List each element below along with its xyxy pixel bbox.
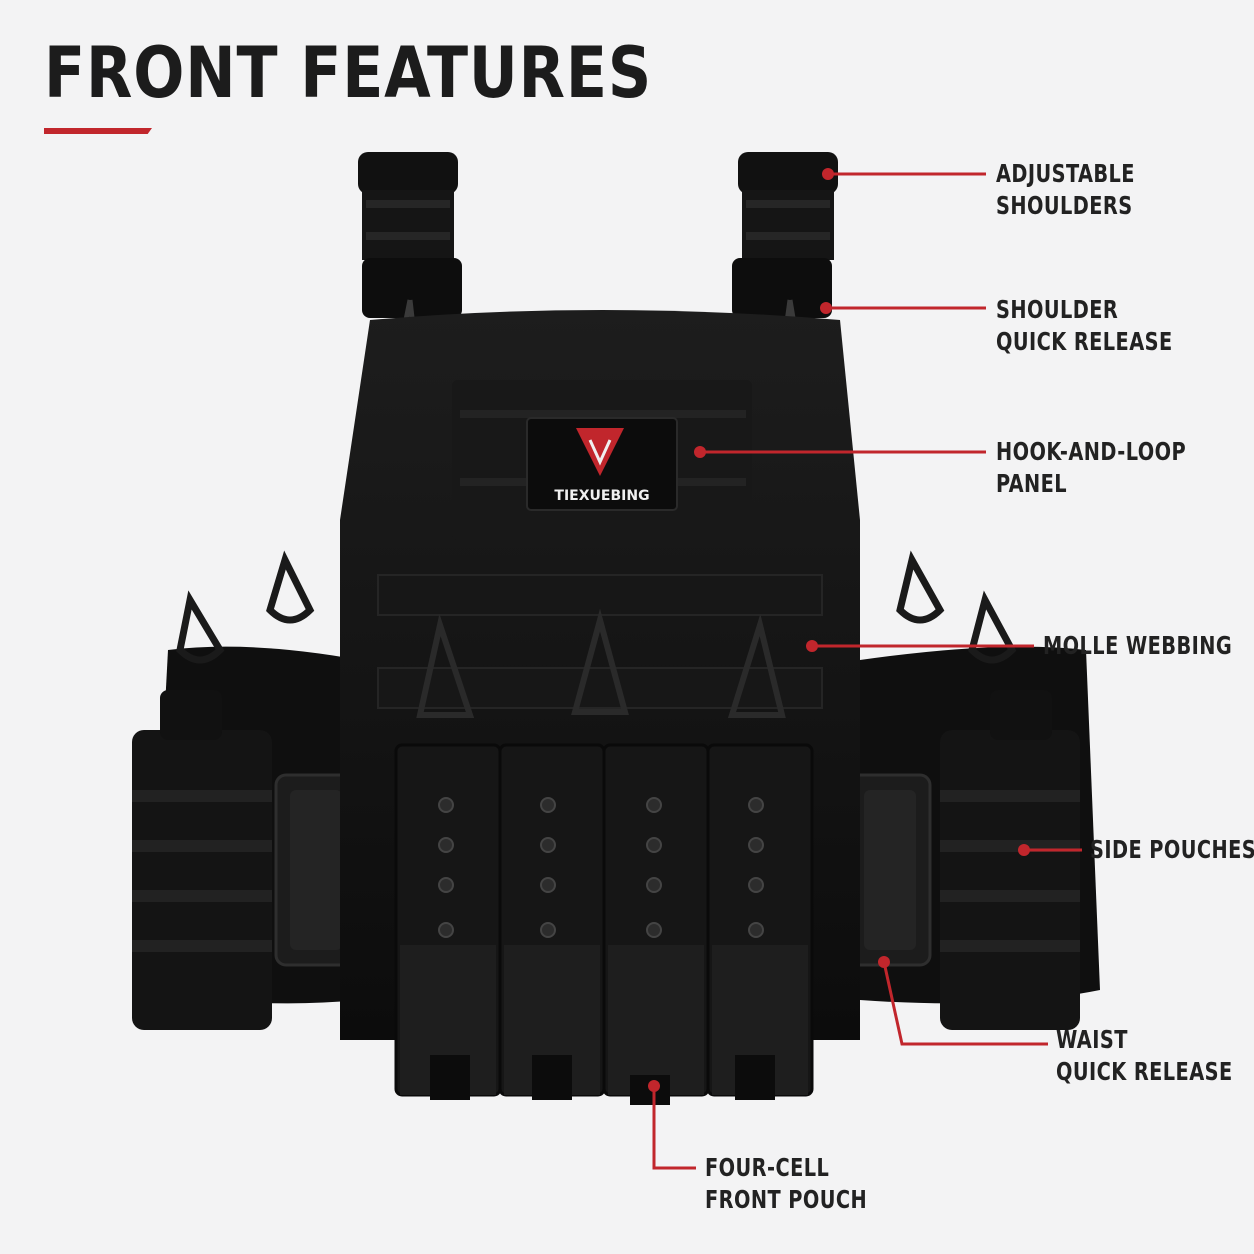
callout-waist-quick-release: WAIST QUICK RELEASE [1056,1024,1233,1088]
callout-four-cell-front-pouch-line1: FOUR-CELL [705,1153,830,1182]
callout-hook-and-loop-panel: HOOK-AND-LOOP PANEL [996,436,1186,500]
callout-waist-quick-release-line2: QUICK RELEASE [1056,1057,1233,1086]
pouch-grommets [438,797,764,938]
molle-triangle-hooks [416,608,786,718]
callout-side-pouches-line1: SIDE POUCHES [1090,835,1254,864]
side-pouch-left [132,690,272,1030]
callout-molle-webbing-line1: MOLLE WEBBING [1043,631,1233,660]
four-cell-pouch [394,743,814,1105]
elastic-loops [176,550,1017,664]
callout-shoulder-quick-release-line1: SHOULDER [996,295,1119,324]
page-title: FRONT FEATURES [44,32,653,114]
callout-four-cell-front-pouch: FOUR-CELL FRONT POUCH [705,1152,867,1216]
callout-adjustable-shoulders-line2: SHOULDERS [996,191,1133,220]
shoulder-strap-right [732,152,838,318]
line-waist-quick-release [882,961,1048,1046]
callout-waist-quick-release-line1: WAIST [1056,1025,1128,1054]
brand-logo-icon [576,428,624,476]
side-pouch-right [940,690,1080,1030]
callout-four-cell-front-pouch-line2: FRONT POUCH [705,1185,868,1214]
callout-dots [648,168,1030,1092]
callout-hook-and-loop-panel-line2: PANEL [996,469,1068,498]
callout-molle-webbing: MOLLE WEBBING [1043,630,1232,662]
callout-lines [652,172,1082,1170]
waist-buckle-right [848,773,932,967]
callout-side-pouches: SIDE POUCHES [1090,834,1254,866]
shoulder-strap-left [358,152,462,318]
brand-patch: TIEXUEBING [526,417,678,511]
line-four-cell-front-pouch [652,1086,696,1170]
title-underline [44,128,152,134]
brand-patch-text: TIEXUEBING [554,488,649,504]
callout-adjustable-shoulders: ADJUSTABLE SHOULDERS [996,158,1135,222]
callout-adjustable-shoulders-line1: ADJUSTABLE [996,159,1135,188]
molle-webbing-rows [377,574,823,709]
callout-shoulder-quick-release: SHOULDER QUICK RELEASE [996,294,1173,358]
callout-hook-and-loop-panel-line1: HOOK-AND-LOOP [996,437,1187,466]
callout-shoulder-quick-release-line2: QUICK RELEASE [996,327,1173,356]
